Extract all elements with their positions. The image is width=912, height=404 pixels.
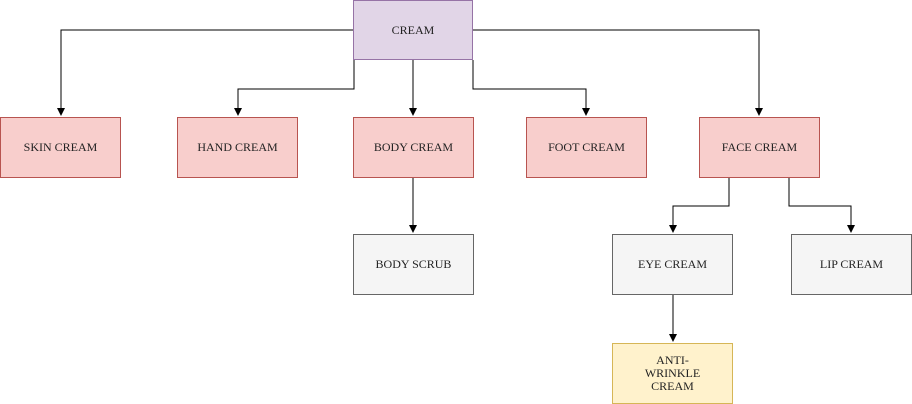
- edge-face-cream-to-lip-cream: [788, 178, 855, 233]
- node-body-cream-label: BODY CREAM: [373, 140, 454, 154]
- node-body-cream: BODY CREAM: [353, 117, 474, 178]
- node-anti-wrinkle-cream-label: ANTI-WRINKLE CREAM: [644, 353, 701, 393]
- edge-cream-to-foot-cream: [472, 60, 590, 116]
- node-anti-wrinkle-cream: ANTI-WRINKLE CREAM: [612, 343, 733, 404]
- edge-cream-to-skin-cream: [57, 29, 354, 116]
- node-face-cream: FACE CREAM: [699, 117, 820, 178]
- node-foot-cream-label: FOOT CREAM: [548, 140, 625, 154]
- node-body-scrub-label: BODY SCRUB: [375, 257, 452, 271]
- node-lip-cream-label: LIP CREAM: [819, 257, 884, 271]
- node-foot-cream: FOOT CREAM: [526, 117, 647, 178]
- edge-cream-to-face-cream: [473, 29, 763, 116]
- node-cream: CREAM: [353, 0, 473, 60]
- node-body-scrub: BODY SCRUB: [353, 234, 474, 295]
- node-cream-label: CREAM: [391, 22, 435, 37]
- node-skin-cream-label: SKIN CREAM: [23, 140, 98, 154]
- edge-face-cream-to-eye-cream: [669, 178, 730, 233]
- node-eye-cream-label: EYE CREAM: [638, 257, 707, 271]
- node-skin-cream: SKIN CREAM: [0, 117, 121, 178]
- node-hand-cream: HAND CREAM: [177, 117, 298, 178]
- node-eye-cream: EYE CREAM: [612, 234, 733, 295]
- node-hand-cream-label: HAND CREAM: [197, 140, 278, 154]
- node-lip-cream: LIP CREAM: [791, 234, 912, 295]
- node-face-cream-label: FACE CREAM: [721, 140, 798, 154]
- edge-cream-to-hand-cream: [234, 60, 355, 116]
